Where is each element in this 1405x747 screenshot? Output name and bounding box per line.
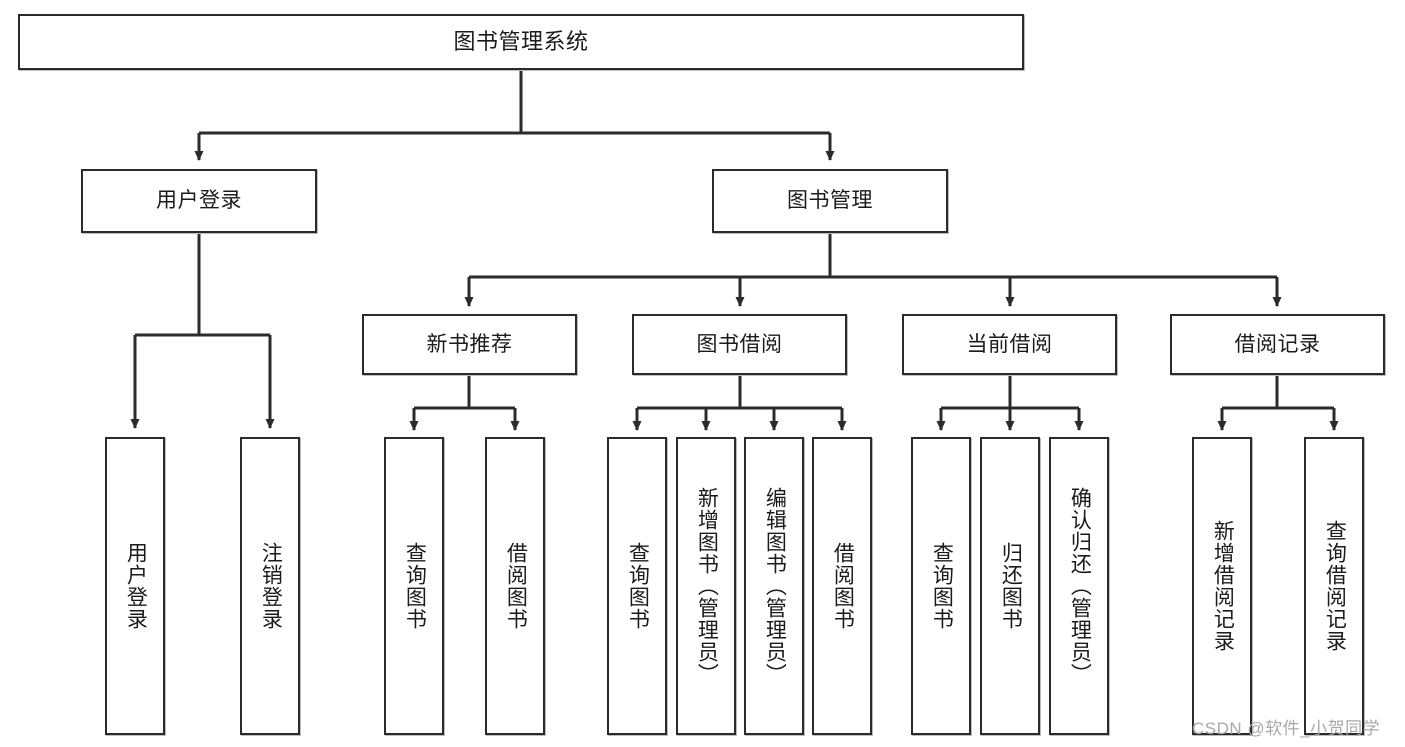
node-leaf-query-book-3[interactable]: 查询图书 [911,437,971,735]
node-borrow-record-label: 借阅记录 [1234,332,1321,356]
node-leaf-query-book-1[interactable]: 查询图书 [384,437,444,735]
node-leaf-add-borrow-record[interactable]: 新增借阅记录 [1192,437,1252,735]
node-book-borrow[interactable]: 图书借阅 [632,314,847,375]
node-current-borrow-label: 当前借阅 [966,332,1053,356]
csdn-watermark: CSDN @软件_小贺同学 [1192,719,1381,738]
node-root[interactable]: 图书管理系统 [18,14,1024,70]
node-leaf-confirm-return-admin[interactable]: 确认归还（管理员） [1049,437,1109,735]
node-leaf-borrow-book-1-label: 借阅图书 [504,542,528,630]
node-leaf-return-book-label: 归还图书 [999,542,1023,630]
node-leaf-borrow-book-1[interactable]: 借阅图书 [485,437,545,735]
node-leaf-query-book-2-label: 查询图书 [626,542,650,630]
node-book-borrow-label: 图书借阅 [696,332,783,356]
node-leaf-borrow-book-2-label: 借阅图书 [831,542,855,630]
node-leaf-return-book[interactable]: 归还图书 [980,437,1040,735]
node-leaf-borrow-book-2[interactable]: 借阅图书 [812,437,872,735]
node-borrow-record[interactable]: 借阅记录 [1170,314,1385,375]
node-leaf-query-book-2[interactable]: 查询图书 [607,437,667,735]
node-user-login-label: 用户登录 [156,189,242,213]
node-leaf-query-borrow-record[interactable]: 查询借阅记录 [1304,437,1364,735]
node-leaf-edit-book-admin-label: 编辑图书（管理员） [763,487,787,685]
node-book-manage[interactable]: 图书管理 [712,169,948,233]
node-leaf-query-borrow-record-label: 查询借阅记录 [1323,520,1347,652]
node-leaf-add-borrow-record-label: 新增借阅记录 [1211,520,1235,652]
node-current-borrow[interactable]: 当前借阅 [902,314,1117,375]
node-new-book-recommend[interactable]: 新书推荐 [362,314,577,375]
node-leaf-query-book-1-label: 查询图书 [403,542,427,630]
node-book-manage-label: 图书管理 [787,189,873,213]
node-leaf-logout-login[interactable]: 注销登录 [240,437,300,735]
node-leaf-user-login[interactable]: 用户登录 [105,437,165,735]
node-new-book-recommend-label: 新书推荐 [426,332,513,356]
node-leaf-add-book-admin[interactable]: 新增图书（管理员） [676,437,736,735]
node-root-label: 图书管理系统 [453,28,589,54]
node-leaf-add-book-admin-label: 新增图书（管理员） [695,487,719,685]
node-leaf-edit-book-admin[interactable]: 编辑图书（管理员） [744,437,804,735]
node-user-login[interactable]: 用户登录 [81,169,317,233]
node-leaf-user-login-label: 用户登录 [124,542,148,630]
node-leaf-logout-login-label: 注销登录 [259,542,283,630]
node-leaf-confirm-return-admin-label: 确认归还（管理员） [1068,487,1092,685]
node-leaf-query-book-3-label: 查询图书 [930,542,954,630]
